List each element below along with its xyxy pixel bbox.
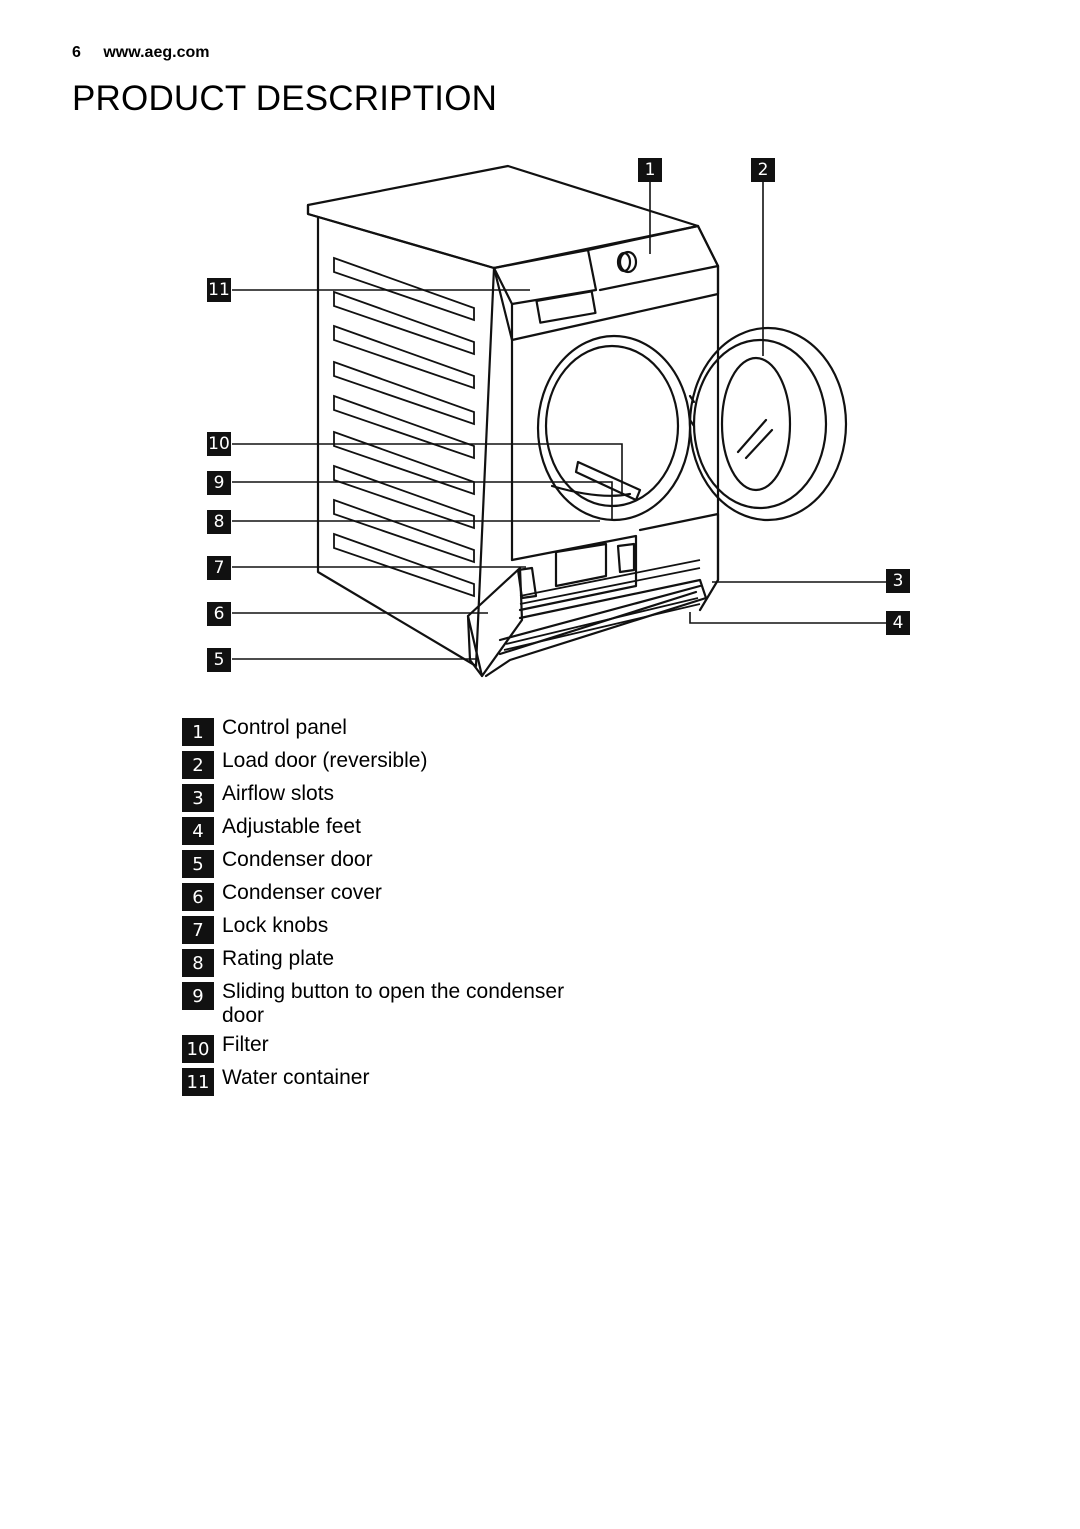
callout-4: 4: [886, 611, 910, 635]
legend-number: 3: [182, 784, 214, 812]
legend-label: Control panel: [222, 716, 347, 739]
legend-label: Condenser door: [222, 848, 373, 871]
callout-11: 11: [207, 278, 231, 302]
callout-3: 3: [886, 569, 910, 593]
legend-label: Water container: [222, 1066, 370, 1089]
legend-label: Adjustable feet: [222, 815, 361, 838]
legend-number: 9: [182, 982, 214, 1010]
legend-label: Load door (reversible): [222, 749, 428, 772]
legend-number: 2: [182, 751, 214, 779]
page-title: PRODUCT DESCRIPTION: [72, 79, 498, 118]
callout-5: 5: [207, 648, 231, 672]
legend-number: 10: [182, 1035, 214, 1063]
legend-label: Lock knobs: [222, 914, 329, 937]
legend-label: Filter: [222, 1033, 269, 1056]
page-number: 6: [72, 44, 81, 61]
website-url: www.aeg.com: [103, 44, 210, 61]
legend-number: 7: [182, 916, 214, 944]
legend-label: Condenser cover: [222, 881, 382, 904]
callout-8: 8: [207, 510, 231, 534]
page-header: 6 www.aeg.com: [72, 44, 209, 62]
dryer-illustration: [232, 164, 886, 678]
callout-7: 7: [207, 556, 231, 580]
legend-number: 6: [182, 883, 214, 911]
legend-number: 5: [182, 850, 214, 878]
callout-9: 9: [207, 471, 231, 495]
callout-1: 1: [638, 158, 662, 182]
legend-number: 11: [182, 1068, 214, 1096]
legend-number: 8: [182, 949, 214, 977]
legend-label: Sliding button to open the condenser doo…: [222, 980, 565, 1027]
callout-2: 2: [751, 158, 775, 182]
legend-number: 1: [182, 718, 214, 746]
callout-6: 6: [207, 602, 231, 626]
callout-10: 10: [207, 432, 231, 456]
legend-label: Rating plate: [222, 947, 335, 970]
legend-number: 4: [182, 817, 214, 845]
legend-label: Airflow slots: [222, 782, 335, 805]
